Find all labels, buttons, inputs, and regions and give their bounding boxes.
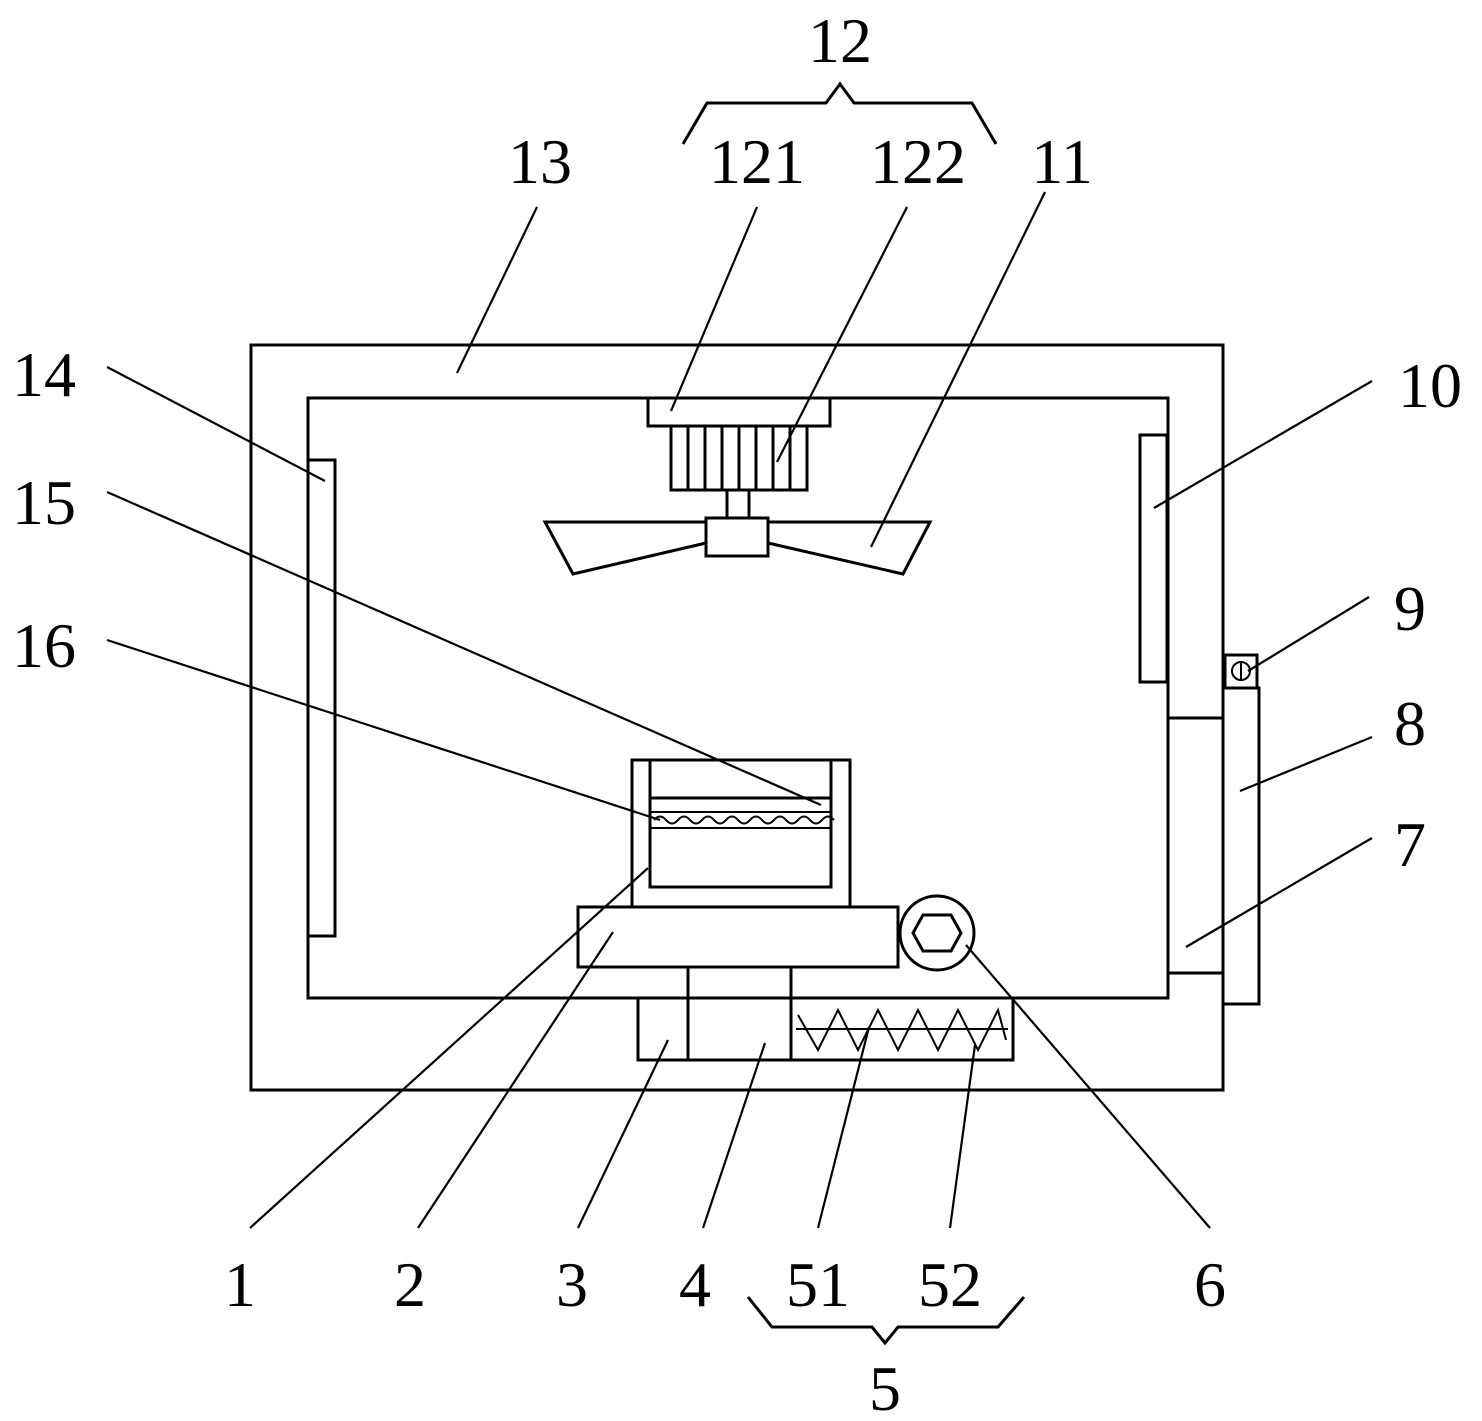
leader-7 — [1185, 837, 1373, 948]
leader-8 — [1239, 735, 1373, 793]
fan-blade-right — [767, 520, 933, 576]
support-post — [686, 965, 793, 1062]
label-13: 13 — [508, 126, 572, 197]
label-1: 1 — [224, 1249, 256, 1320]
leader-3 — [577, 1039, 669, 1229]
label-8: 8 — [1394, 688, 1426, 759]
filter-mesh-pattern — [653, 815, 835, 825]
filter-mesh — [649, 811, 832, 829]
leader-16 — [106, 638, 661, 822]
spring-coil — [797, 1007, 1007, 1053]
label-5: 5 — [869, 1353, 901, 1421]
leader-6 — [965, 944, 1211, 1229]
label-4: 4 — [679, 1249, 711, 1320]
roller-inner — [911, 913, 963, 953]
label-12: 12 — [808, 5, 872, 76]
label-122: 122 — [870, 126, 966, 197]
platform — [576, 905, 900, 969]
side-panel — [1166, 716, 1225, 975]
label-52: 52 — [918, 1249, 982, 1320]
outer-housing — [249, 343, 1225, 1092]
leader-13 — [456, 206, 538, 374]
fan-hub — [704, 516, 770, 558]
container-inner — [648, 760, 833, 889]
leader-1 — [249, 867, 649, 1229]
leader-122 — [776, 206, 908, 463]
container-outer — [630, 758, 852, 907]
leader-15 — [106, 490, 822, 807]
roller-outer — [898, 894, 976, 972]
label-2: 2 — [394, 1249, 426, 1320]
leader-121 — [669, 206, 759, 412]
right-strip — [1138, 433, 1169, 684]
knob-base — [1223, 653, 1259, 690]
leader-4 — [701, 1042, 767, 1229]
handle-bar — [1221, 686, 1261, 1006]
label-7: 7 — [1394, 809, 1426, 880]
label-16: 16 — [12, 610, 76, 681]
leader-51 — [816, 1026, 871, 1229]
fan-blade-left — [542, 520, 707, 576]
label-121: 121 — [709, 126, 805, 197]
leader-14 — [106, 366, 326, 482]
label-10: 10 — [1398, 350, 1462, 421]
spring-housing — [789, 996, 1015, 1062]
leader-11 — [870, 191, 1046, 548]
brace-5 — [746, 1296, 1026, 1346]
leader-52 — [948, 1044, 977, 1229]
label-51: 51 — [786, 1249, 850, 1320]
label-11: 11 — [1031, 126, 1093, 197]
leader-9 — [1247, 596, 1370, 672]
left-strip — [306, 458, 337, 938]
label-14: 14 — [12, 339, 76, 410]
brace-12 — [681, 81, 998, 145]
label-6: 6 — [1194, 1249, 1226, 1320]
label-15: 15 — [12, 467, 76, 538]
label-9: 9 — [1394, 573, 1426, 644]
leader-2 — [417, 931, 614, 1229]
fan-shaft — [725, 488, 751, 520]
label-3: 3 — [556, 1249, 588, 1320]
leader-10 — [1153, 380, 1373, 509]
